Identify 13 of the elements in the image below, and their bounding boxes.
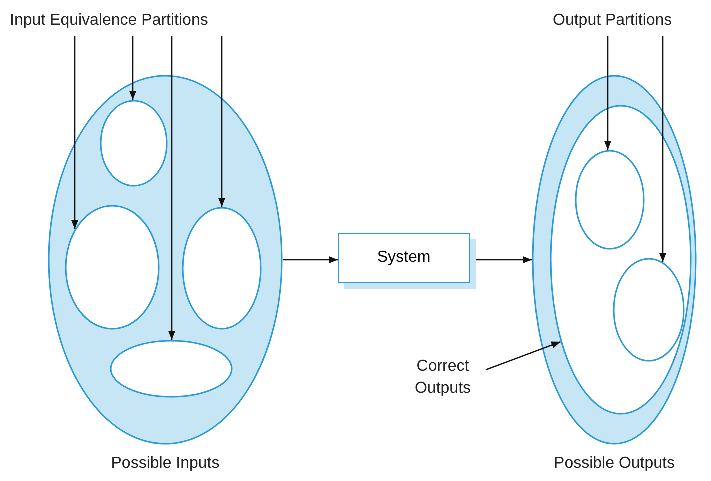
arrow (129, 36, 137, 100)
leader-line (486, 341, 561, 371)
arrow (283, 256, 338, 264)
arrow (604, 36, 612, 150)
annotation-text: Input Equivalence Partitions (10, 12, 290, 34)
arrow (659, 36, 667, 262)
arrow (168, 36, 176, 340)
set-label: Possible Inputs (111, 455, 220, 473)
annotation-text: Correct Outputs (398, 356, 488, 400)
arrow (71, 36, 79, 230)
annotation-text: Output Partitions (553, 12, 708, 34)
arrow (218, 36, 226, 207)
set-label: Possible Outputs (554, 455, 675, 473)
